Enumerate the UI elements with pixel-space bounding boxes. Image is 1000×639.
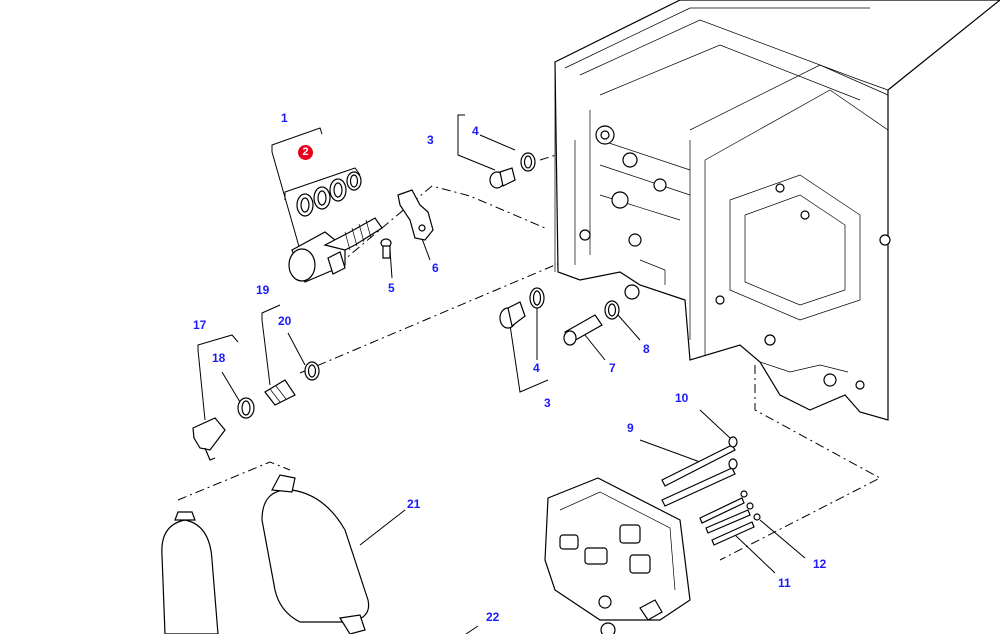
callout-18[interactable]: 18 (212, 351, 226, 365)
callout-5[interactable]: 5 (388, 281, 395, 295)
fitting (264, 361, 320, 406)
o-ring-set (296, 171, 362, 217)
callout-21[interactable]: 21 (407, 497, 421, 511)
callout-3-upper[interactable]: 3 (427, 133, 434, 147)
callout-19[interactable]: 19 (256, 283, 270, 297)
sensor (563, 300, 620, 346)
callout-4-upper[interactable]: 4 (472, 124, 479, 138)
callout-4-lower[interactable]: 4 (533, 361, 540, 375)
elbow-connector (192, 397, 255, 461)
callout-3-lower[interactable]: 3 (544, 396, 551, 410)
callout-8[interactable]: 8 (643, 342, 650, 356)
callout-2-highlighted[interactable]: 2 (298, 145, 313, 160)
leader-lines (197, 114, 806, 635)
bracket (397, 189, 434, 241)
callout-11[interactable]: 11 (778, 576, 791, 590)
plug-upper (489, 152, 536, 189)
callout-9[interactable]: 9 (627, 421, 634, 435)
callout-12[interactable]: 12 (813, 557, 827, 571)
valve-block (544, 477, 691, 638)
solenoid-valve (288, 217, 383, 283)
accumulator-right (261, 474, 370, 635)
callout-6[interactable]: 6 (432, 261, 439, 275)
callout-17[interactable]: 17 (193, 318, 207, 332)
callout-20[interactable]: 20 (278, 314, 292, 328)
transfer-pipes (661, 436, 761, 546)
callout-10[interactable]: 10 (675, 391, 689, 405)
callout-7[interactable]: 7 (609, 361, 616, 375)
assembly-lines (177, 154, 882, 561)
callout-1[interactable]: 1 (281, 111, 288, 125)
accumulator-left (161, 511, 219, 635)
plug-lower (499, 287, 545, 329)
bolt (380, 238, 392, 259)
callout-22[interactable]: 22 (486, 610, 500, 624)
transmission-housing (554, 0, 1000, 421)
